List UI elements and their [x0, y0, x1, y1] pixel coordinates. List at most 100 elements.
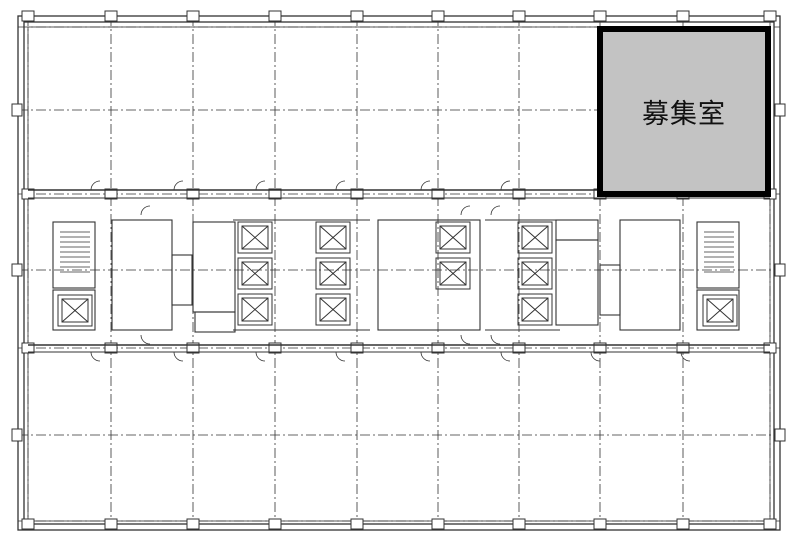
- door-swing: [140, 334, 151, 345]
- door-swing: [460, 334, 471, 345]
- elevator-car: [237, 293, 273, 326]
- door-swings: [90, 180, 691, 362]
- elevator-car: [517, 293, 553, 326]
- column: [104, 518, 118, 530]
- door-swing: [173, 180, 184, 191]
- column: [268, 10, 282, 22]
- column: [431, 342, 445, 354]
- elevator-cross: [319, 225, 347, 250]
- elevator-car: [517, 221, 553, 254]
- door-swing: [140, 205, 151, 216]
- column: [431, 10, 445, 22]
- vacancy-area: [597, 26, 771, 197]
- elevator-cross: [241, 261, 269, 286]
- column: [11, 103, 23, 117]
- elevator-inner: [521, 225, 549, 250]
- elevator-cross: [319, 261, 347, 286]
- elevator-cross: [439, 225, 467, 250]
- door-swing: [173, 351, 184, 362]
- elevator-inner: [706, 298, 734, 323]
- building-core: [28, 189, 770, 353]
- column: [774, 263, 786, 277]
- door-swing: [335, 351, 346, 362]
- elevator-inner: [61, 298, 89, 323]
- elevator-car: [702, 294, 738, 327]
- column: [186, 342, 200, 354]
- column: [431, 518, 445, 530]
- elevator-car: [315, 257, 351, 290]
- elevator-cross: [521, 225, 549, 250]
- column: [676, 518, 690, 530]
- elevator-inner: [241, 225, 269, 250]
- elevator-car: [517, 257, 553, 290]
- elevator-car: [315, 293, 351, 326]
- door-swing: [335, 180, 346, 191]
- elevator-car: [237, 257, 273, 290]
- column: [350, 188, 364, 200]
- column: [268, 342, 282, 354]
- door-swing: [500, 351, 511, 362]
- door-swing: [255, 180, 266, 191]
- stair-treads: [60, 231, 734, 273]
- column: [11, 263, 23, 277]
- door-swing: [460, 205, 471, 216]
- column: [512, 188, 526, 200]
- elevator-car: [57, 294, 93, 327]
- vacancy-label: 募集室: [642, 99, 726, 130]
- door-swing: [420, 351, 431, 362]
- column: [186, 518, 200, 530]
- column: [763, 342, 777, 354]
- column: [512, 518, 526, 530]
- elevator-inner: [521, 261, 549, 286]
- column: [593, 518, 607, 530]
- door-swing: [490, 334, 501, 345]
- columns: [11, 10, 786, 530]
- elevator-inner: [319, 225, 347, 250]
- elevator-cross: [521, 297, 549, 322]
- column: [431, 188, 445, 200]
- column: [186, 188, 200, 200]
- stair-left: [52, 221, 96, 289]
- elevator-cross: [439, 261, 467, 286]
- column: [350, 10, 364, 22]
- elevators: [57, 221, 738, 327]
- elevator-cross: [706, 298, 734, 323]
- column: [350, 518, 364, 530]
- elevator-inner: [319, 297, 347, 322]
- column: [104, 188, 118, 200]
- door-swing: [420, 180, 431, 191]
- elevator-inner: [241, 261, 269, 286]
- door-swing: [500, 180, 511, 191]
- column: [763, 10, 777, 22]
- restroom-left: [192, 221, 236, 313]
- elevator-cross: [521, 261, 549, 286]
- elevator-inner: [439, 261, 467, 286]
- elevator-cross: [241, 225, 269, 250]
- column: [593, 342, 607, 354]
- column: [512, 342, 526, 354]
- column: [21, 342, 35, 354]
- column: [268, 188, 282, 200]
- door-swing: [255, 351, 266, 362]
- elevator-car: [237, 221, 273, 254]
- elevator-inner: [439, 225, 467, 250]
- elevator-inner: [521, 297, 549, 322]
- column: [11, 428, 23, 442]
- elevator-car: [435, 257, 471, 290]
- column: [21, 188, 35, 200]
- column: [763, 518, 777, 530]
- elevator-car: [315, 221, 351, 254]
- door-swing: [90, 351, 101, 362]
- column: [186, 10, 200, 22]
- column: [512, 10, 526, 22]
- elevator-cross: [61, 298, 89, 323]
- column: [268, 518, 282, 530]
- stair-right: [696, 221, 740, 289]
- column: [774, 428, 786, 442]
- elevator-inner: [241, 297, 269, 322]
- column: [676, 10, 690, 22]
- column: [104, 342, 118, 354]
- door-swing: [90, 180, 101, 191]
- door-swing: [490, 205, 501, 216]
